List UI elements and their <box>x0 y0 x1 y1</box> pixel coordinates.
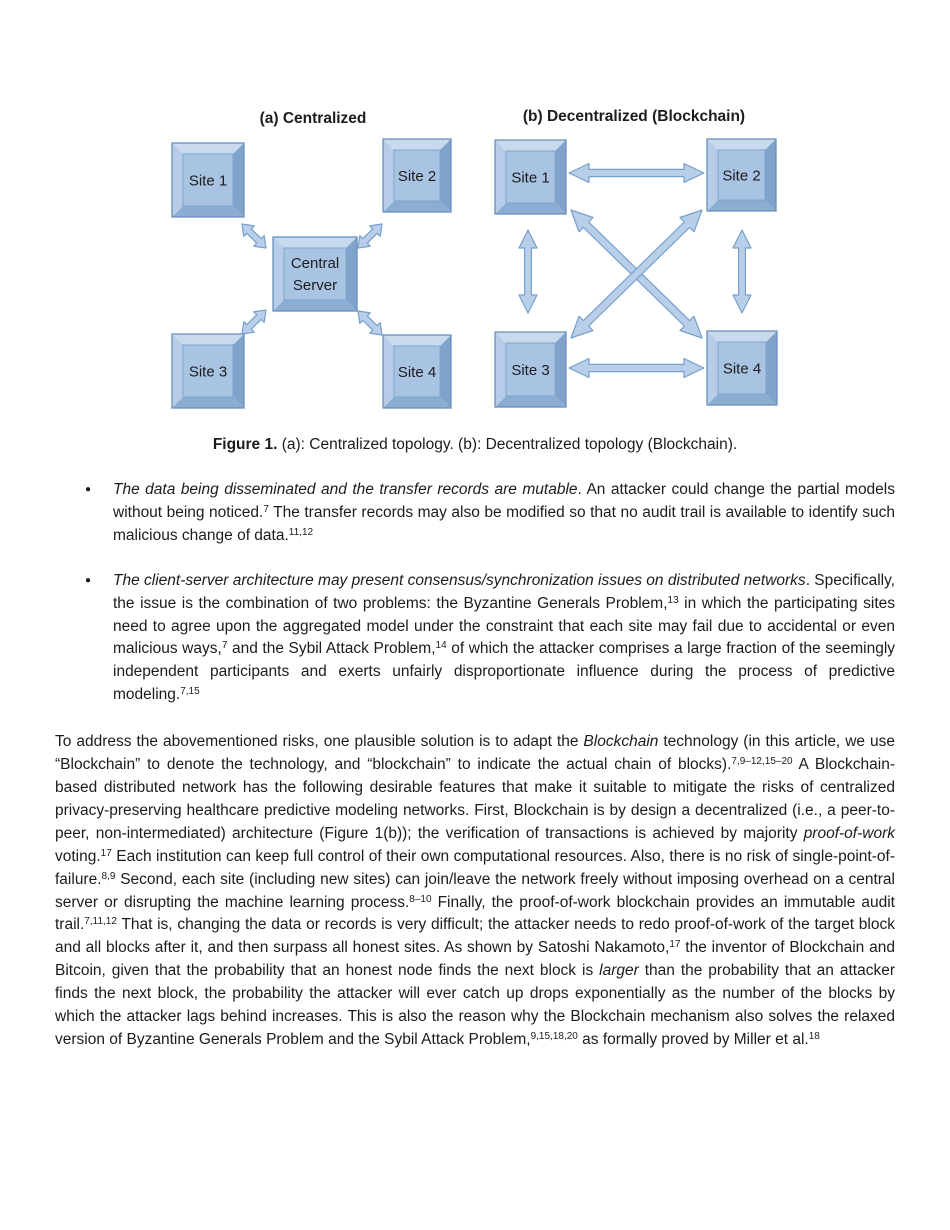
bullet-icon: ● <box>85 574 92 586</box>
box-label: Site 3 <box>511 362 549 379</box>
panel-b-title: (b) Decentralized (Blockchain) <box>523 108 745 125</box>
double-arrow <box>241 223 267 249</box>
box-label: Site 1 <box>189 173 227 190</box>
central-server-label-line1: Central <box>291 255 339 272</box>
arrow-layer <box>241 162 752 379</box>
site-box: Site 2 <box>382 138 452 213</box>
bullet-item: ● The data being disseminated and the tr… <box>55 479 895 548</box>
site-box: Site 3 <box>171 333 245 409</box>
double-arrow <box>732 229 752 314</box>
bullet-list: ● The data being disseminated and the tr… <box>55 479 895 707</box>
site-box: Site 3 <box>494 331 567 408</box>
panel-a-title: (a) Centralized <box>260 110 367 127</box>
site-box: Site 2 <box>706 138 777 212</box>
figure-caption-label: Figure 1. <box>212 436 278 453</box>
box-label: Site 1 <box>511 170 549 187</box>
figure-caption-text: (a): Centralized topology. (b): Decentra… <box>277 436 738 453</box>
double-arrow <box>570 209 703 339</box>
site-box: Site 1 <box>494 139 567 215</box>
box-label: Site 3 <box>189 364 227 381</box>
figure-caption: Figure 1. (a): Centralized topology. (b)… <box>55 434 895 456</box>
site-box: Site 1 <box>171 142 245 218</box>
site-box: Site 4 <box>706 330 778 406</box>
bullet-text: The data being disseminated and the tran… <box>113 481 896 544</box>
bullet-text: The client-server architecture may prese… <box>113 571 896 704</box>
central-server-label-line2: Server <box>293 277 337 294</box>
figure-1-diagram: (a) Centralized (b) Decentralized (Block… <box>171 108 778 409</box>
double-arrow <box>568 162 705 184</box>
double-arrow <box>357 223 383 249</box>
double-arrow <box>518 229 538 314</box>
text-column: Figure 1. (a): Centralized topology. (b)… <box>55 434 895 1052</box>
box-label: Site 4 <box>723 361 761 378</box>
box-layer: Site 1 Site 2 Site 3 Site 4 Site 1 Site 2 Site… <box>171 138 778 409</box>
central-server-box <box>272 236 358 312</box>
bullet-item: ● The client-server architecture may pre… <box>55 570 895 707</box>
double-arrow <box>241 309 267 335</box>
double-arrow <box>568 357 705 379</box>
double-arrow <box>357 310 383 336</box>
box-label: Site 2 <box>398 168 436 185</box>
box-label: Site 4 <box>398 364 436 381</box>
site-box: Site 4 <box>382 334 452 409</box>
bullet-icon: ● <box>85 484 92 495</box>
body-paragraph: To address the abovementioned risks, one… <box>55 733 896 1048</box>
box-label: Site 2 <box>722 168 760 185</box>
